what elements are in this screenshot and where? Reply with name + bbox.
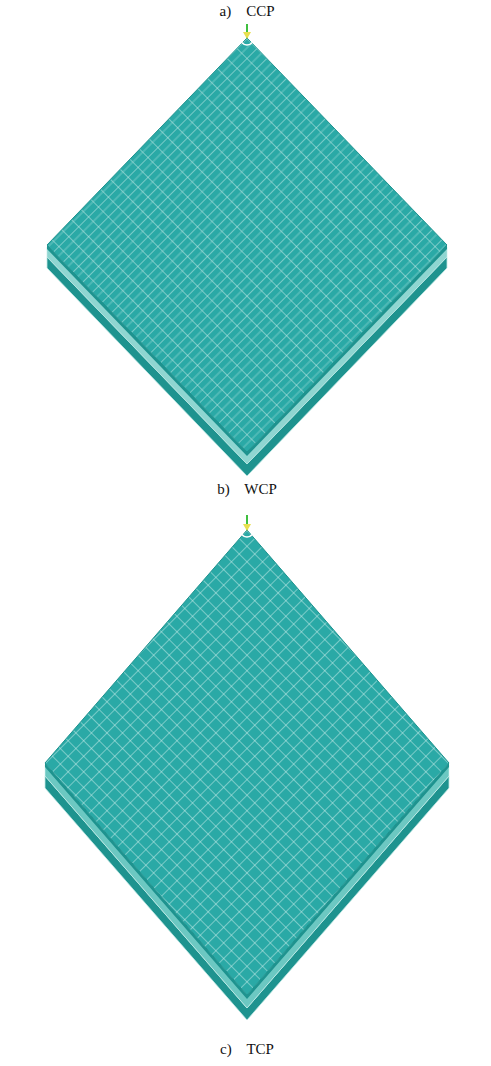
- panel-label: c) TCP: [220, 1040, 274, 1058]
- panel-label: a) CCP: [219, 2, 274, 20]
- panel-label: b) WCP: [217, 480, 277, 498]
- wcp-mesh: [45, 515, 449, 1020]
- ccp-mesh: [47, 24, 447, 476]
